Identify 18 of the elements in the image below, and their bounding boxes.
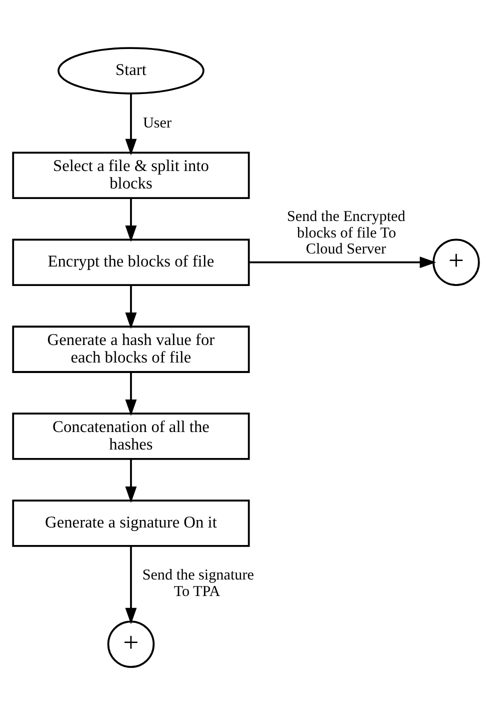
arrow (125, 546, 137, 624)
arrow (125, 458, 137, 502)
node-box: Select a file & split into blocks (12, 151, 250, 198)
arrow (125, 284, 137, 328)
node-circle: + (107, 620, 155, 668)
edge-label: Send the Encrypted blocks of file To Cloud Server (286, 208, 406, 258)
node-box: Generate a hash value for each blocks of file (12, 325, 250, 372)
node-box: Concatenation of all the hashes (12, 412, 250, 460)
node-box: Encrypt the blocks of file (12, 238, 250, 286)
node-ellipse: Start (58, 46, 204, 94)
arrow (248, 256, 436, 268)
arrow (125, 93, 137, 155)
arrow (125, 198, 137, 242)
node-box: Generate a signature On it (12, 499, 250, 546)
node-circle: + (432, 238, 480, 286)
edge-label: User (142, 115, 172, 132)
arrow (125, 372, 137, 416)
edge-label: Send the signature To TPA (142, 566, 254, 600)
